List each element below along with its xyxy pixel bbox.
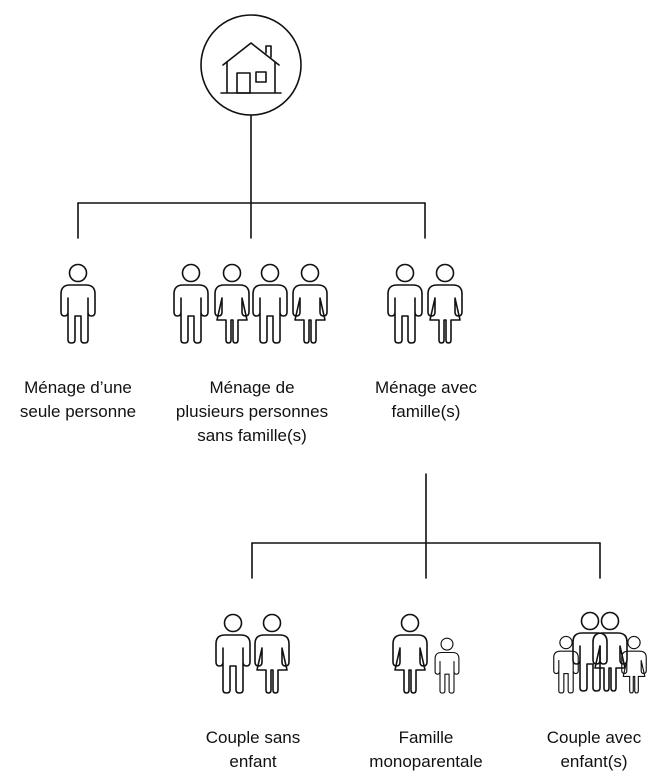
label-couple-with-children: Couple avec enfant(s) xyxy=(546,728,642,771)
parent-and-child-icon xyxy=(392,613,460,694)
connector-families xyxy=(251,473,601,579)
person-icon xyxy=(60,263,96,344)
house-icon xyxy=(220,42,282,94)
group-of-people-icon xyxy=(173,263,328,344)
label-couple-without-children: Couple sans enfant xyxy=(205,728,301,771)
couple-icon-household xyxy=(387,263,463,344)
label-single-parent-family: Famille monoparentale xyxy=(369,728,483,771)
family-with-children-icon xyxy=(553,611,647,694)
label-single-person-household: Ménage d’une seule personne xyxy=(19,378,137,421)
couple-icon xyxy=(215,613,290,694)
house-icon-circle xyxy=(200,14,302,116)
label-multi-person-household: Ménage de plusieurs personnes sans famil… xyxy=(175,378,329,445)
connector-root xyxy=(77,114,426,239)
label-family-household: Ménage avec famille(s) xyxy=(374,378,478,421)
